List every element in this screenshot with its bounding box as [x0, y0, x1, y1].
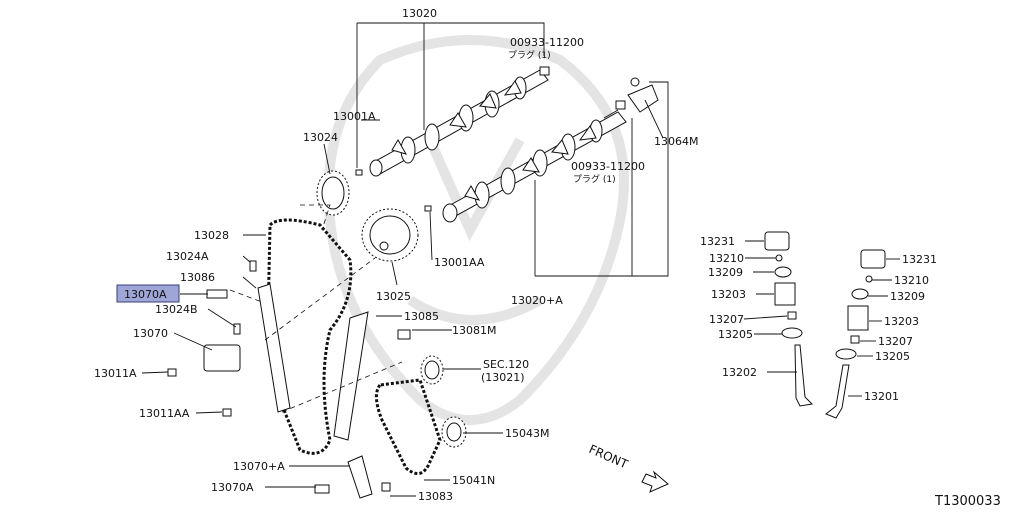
sprocket-13024[interactable] [316, 170, 350, 216]
label-13064M[interactable]: 13064M [654, 135, 698, 148]
label-13020-A[interactable]: 13020+A [511, 294, 563, 307]
label-13020[interactable]: 13020 [402, 7, 437, 20]
label-13207-right[interactable]: 13207 [878, 335, 913, 348]
small-parts[interactable] [167, 169, 432, 494]
label-13070A-highlighted[interactable]: 13070A [124, 288, 167, 301]
leader-lines [141, 22, 900, 497]
slack-guide-13086[interactable] [257, 283, 291, 413]
label-13081M[interactable]: 13081M [452, 324, 496, 337]
label-13024[interactable]: 13024 [303, 131, 338, 144]
watermark-logo [323, 35, 629, 425]
oil-pump-tensioner-13070-A[interactable] [347, 455, 373, 499]
valve-set-left[interactable] [764, 231, 814, 407]
label-13028[interactable]: 13028 [194, 229, 229, 242]
sprocket-15043M[interactable] [441, 416, 467, 448]
label-13070A-lower[interactable]: 13070A [211, 481, 254, 494]
label-13202[interactable]: 13202 [722, 366, 757, 379]
oil-pump-chain-15041N[interactable] [375, 378, 442, 475]
label-13024A[interactable]: 13024A [166, 250, 209, 263]
label-13021[interactable]: (13021) [481, 371, 525, 384]
label-13025[interactable]: 13025 [376, 290, 411, 303]
label-13024B[interactable]: 13024B [155, 303, 198, 316]
label-13203-left[interactable]: 13203 [711, 288, 746, 301]
label-13201[interactable]: 13201 [864, 390, 899, 403]
label-13210-right[interactable]: 13210 [894, 274, 929, 287]
label-13001A[interactable]: 13001A [333, 110, 376, 123]
plug-lower[interactable] [615, 100, 626, 110]
label-15043M[interactable]: 15043M [505, 427, 549, 440]
sprocket-13021[interactable] [420, 355, 444, 385]
label-plug-lower: プラグ (1) [573, 173, 616, 185]
label-front: FRONT [587, 442, 631, 472]
label-13083[interactable]: 13083 [418, 490, 453, 503]
label-13001AA[interactable]: 13001AA [434, 256, 485, 269]
front-arrow-icon [641, 470, 669, 493]
sprocket-13025[interactable] [361, 208, 419, 262]
label-13070-A[interactable]: 13070+A [233, 460, 285, 473]
label-13011A[interactable]: 13011A [94, 367, 137, 380]
label-13070[interactable]: 13070 [133, 327, 168, 340]
label-13231-left[interactable]: 13231 [700, 235, 735, 248]
label-13207-left[interactable]: 13207 [709, 313, 744, 326]
label-13209-right[interactable]: 13209 [890, 290, 925, 303]
highlight-box [116, 284, 180, 303]
label-13209-left[interactable]: 13209 [708, 266, 743, 279]
alignment-lines [229, 204, 403, 413]
valve-set-right[interactable] [825, 249, 886, 419]
camshaft-position-sensor-13064M[interactable] [627, 77, 659, 113]
label-13203-right[interactable]: 13203 [884, 315, 919, 328]
label-13085[interactable]: 13085 [404, 310, 439, 323]
camshaft-lower[interactable] [442, 111, 627, 223]
label-13231-right[interactable]: 13231 [902, 253, 937, 266]
label-00933-11200-lower[interactable]: 00933-11200 [571, 160, 645, 173]
label-15041N[interactable]: 15041N [452, 474, 495, 487]
label-13205-left[interactable]: 13205 [718, 328, 753, 341]
camshaft-upper[interactable] [369, 69, 549, 177]
label-plug-upper: プラグ (1) [508, 49, 551, 61]
label-13086[interactable]: 13086 [180, 271, 215, 284]
label-13210-left[interactable]: 13210 [709, 252, 744, 265]
chain-tensioner-13070[interactable] [203, 344, 241, 372]
label-sec-120[interactable]: SEC.120 [483, 358, 529, 371]
label-00933-11200-upper[interactable]: 00933-11200 [510, 36, 584, 49]
tension-guide-13085[interactable] [333, 311, 369, 441]
diagram-id: T1300033 [934, 494, 1001, 509]
timing-chain-13028[interactable] [266, 218, 353, 455]
plug-upper[interactable] [539, 66, 550, 76]
label-13205-right[interactable]: 13205 [875, 350, 910, 363]
label-13011AA[interactable]: 13011AA [139, 407, 190, 420]
labels: 13020 00933-11200 プラグ (1) 13001A 13024 1… [94, 7, 1001, 509]
